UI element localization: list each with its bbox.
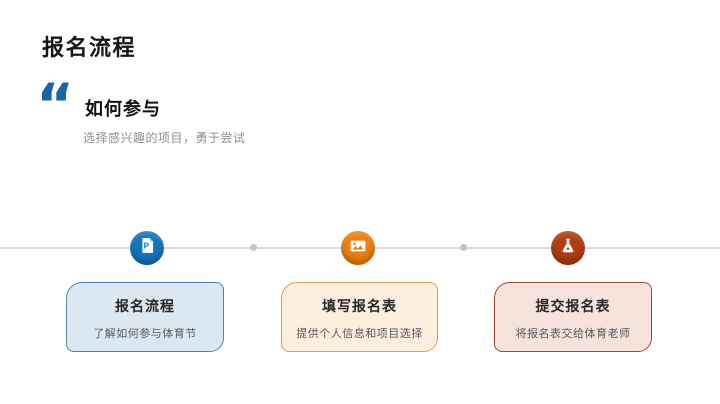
step-3-circle	[551, 231, 585, 265]
card-title: 报名流程	[115, 298, 175, 314]
section-heading: 如何参与	[85, 99, 161, 119]
card-description: 将报名表交给体育老师	[515, 328, 631, 340]
step-1-circle: P	[130, 231, 164, 265]
card-description: 了解如何参与体育节	[93, 328, 197, 340]
flask-icon	[558, 236, 578, 261]
timeline-dot	[460, 244, 467, 251]
step-card-3: 提交报名表 将报名表交给体育老师	[494, 282, 652, 352]
powerpoint-file-icon: P	[138, 236, 157, 260]
card-title: 提交报名表	[535, 298, 611, 314]
section-subtitle: 选择感兴趣的项目，勇于尝试	[83, 131, 246, 145]
svg-text:P: P	[143, 242, 149, 251]
card-description: 提供个人信息和项目选择	[296, 328, 423, 340]
slide-title: 报名流程	[42, 35, 137, 60]
quote-icon: “	[36, 71, 75, 139]
timeline-dot	[250, 244, 257, 251]
step-card-1: 报名流程 了解如何参与体育节	[66, 282, 224, 352]
step-2-circle	[341, 231, 375, 265]
image-icon	[348, 236, 368, 261]
card-title: 填写报名表	[322, 298, 397, 314]
step-card-2: 填写报名表 提供个人信息和项目选择	[281, 282, 438, 352]
